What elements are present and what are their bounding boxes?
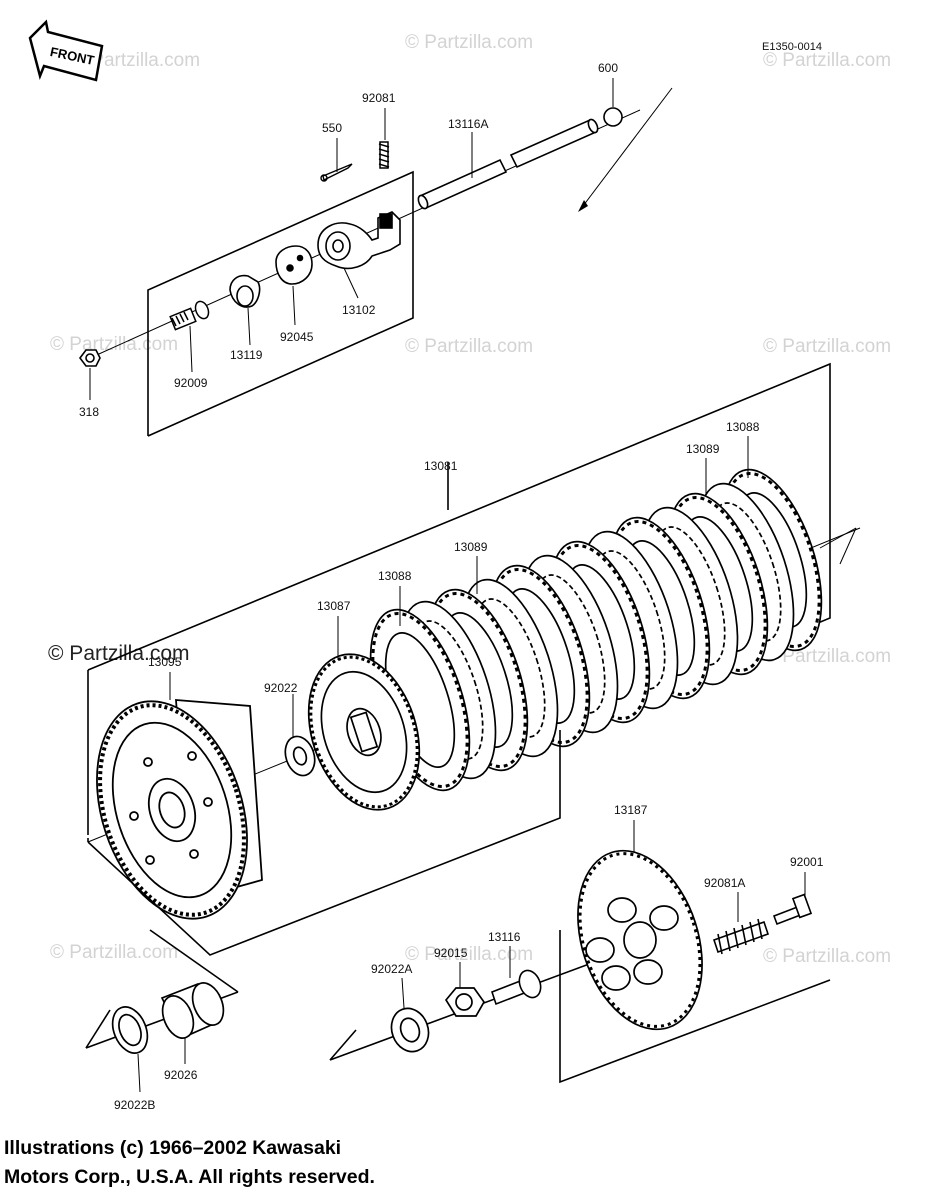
watermark: © Partzilla.com (48, 642, 190, 665)
label-13095: 13095 (148, 655, 182, 669)
part-labels: 600 92081 550 13116A 13102 92045 13119 9… (79, 61, 824, 1112)
watermark: © Partzilla.com (763, 336, 891, 357)
label-13102: 13102 (342, 303, 376, 317)
copyright-line-2: Motors Corp., U.S.A. All rights reserved… (4, 1166, 375, 1188)
bolt-92001 (772, 893, 813, 926)
label-92022A: 92022A (371, 962, 412, 976)
front-arrow-icon: FRONT (28, 19, 104, 82)
label-13088-top: 13088 (726, 420, 760, 434)
plate-92045 (275, 245, 313, 285)
watermark: © Partzilla.com (50, 334, 178, 355)
locknut-318 (79, 349, 101, 367)
watermark: © Partzilla.com (763, 50, 891, 71)
label-318: 318 (79, 405, 99, 419)
label-600: 600 (598, 61, 618, 75)
label-92009: 92009 (174, 376, 208, 390)
nut-92015 (444, 987, 486, 1017)
spring-92081 (378, 141, 390, 169)
label-13116A: 13116A (448, 117, 488, 131)
label-13089-top: 13089 (686, 442, 720, 456)
label-92022: 92022 (264, 681, 298, 695)
label-92001: 92001 (790, 855, 824, 869)
watermark: © Partzilla.com (405, 336, 533, 357)
release-group-box (147, 170, 414, 437)
label-92026: 92026 (164, 1068, 198, 1082)
copyright-notice: Illustrations (c) 1966–2002 Kawasaki Mot… (4, 1134, 375, 1192)
label-92045: 92045 (280, 330, 314, 344)
cam-13119 (229, 274, 261, 308)
sleeve-92026 (160, 982, 225, 1040)
clutch-housing-13095 (96, 699, 263, 920)
copyright-line-1: Illustrations (c) 1966–2002 Kawasaki (4, 1137, 342, 1159)
washer-92022 (284, 735, 316, 777)
spring-92081A (712, 918, 770, 955)
label-13087: 13087 (317, 599, 351, 613)
leader-lines-upper (89, 78, 614, 400)
lockwasher-92022A (390, 1007, 430, 1053)
label-92081: 92081 (362, 91, 396, 105)
label-92015: 92015 (434, 946, 468, 960)
watermark: © Partzilla.com (405, 944, 533, 965)
label-13187: 13187 (614, 803, 648, 817)
label-550: 550 (322, 121, 342, 135)
label-92081A: 92081A (704, 876, 745, 890)
watermark: © Partzilla.com (763, 946, 891, 967)
label-92022B: 92022B (114, 1098, 155, 1112)
pushrod-13116A (417, 118, 599, 210)
pressure-plate-13187 (577, 849, 703, 1031)
leader-lines-main (137, 436, 806, 1093)
watermark: © Partzilla.com (72, 50, 200, 71)
clutch-hub-13087 (307, 653, 421, 811)
cotter-pin-550 (320, 163, 353, 182)
pushrod-13116 (491, 969, 542, 1006)
washer-92022B (111, 1006, 149, 1054)
label-13088-mid: 13088 (378, 569, 412, 583)
label-13116: 13116 (488, 930, 521, 944)
watermark: © Partzilla.com (50, 942, 178, 963)
clutch-plates (369, 468, 823, 792)
release-lever-13102 (317, 211, 401, 270)
label-13119: 13119 (230, 348, 263, 362)
diagram-code: E1350-0014 (762, 41, 822, 53)
watermark: © Partzilla.com (405, 32, 533, 53)
adjusting-screw-92009 (169, 300, 210, 331)
label-13089-mid: 13089 (454, 540, 488, 554)
label-13081: 13081 (424, 459, 458, 473)
ball-600 (603, 107, 623, 127)
